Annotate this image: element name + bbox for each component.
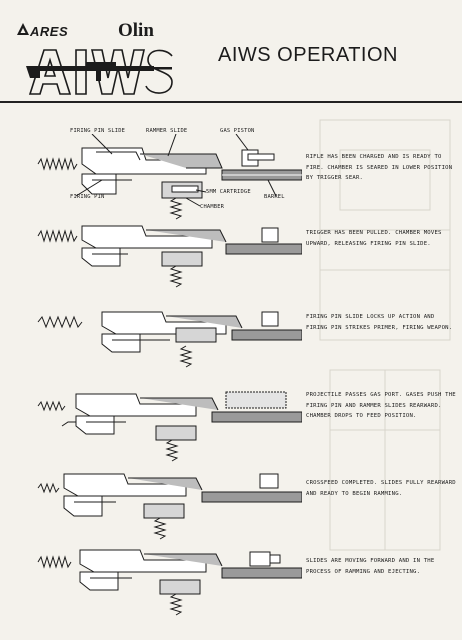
step-4-description: PROJECTILE PASSES GAS PORT. GASES PUSH T… [306,392,456,419]
step-5: CROSSFEED COMPLETED. SLIDES FULLY REARWA… [0,468,462,550]
header-rule [0,101,462,103]
document-title: AIWS OPERATION [218,44,398,66]
step-2-description: TRIGGER HAS BEEN PULLED. CHAMBER MOVES U… [306,230,442,247]
callout-barrel: BARREL [264,194,285,200]
mechanism-diagram [37,549,302,616]
callout-cartridge: 5MM CARTRIDGE [206,189,251,195]
step-5-description: CROSSFEED COMPLETED. SLIDES FULLY REARWA… [306,480,456,497]
callout-firing-pin: FIRING PIN [70,194,105,200]
step-1: FIRING PIN SLIDE RAMMER SLIDE GAS PISTON… [0,122,462,222]
step-6-description: SLIDES ARE MOVING FORWARD AND IN THE PRO… [306,558,435,575]
step-2: TRIGGER HAS BEEN PULLED. CHAMBER MOVES U… [0,222,462,302]
brand-ares: ARES [30,24,69,39]
mechanism-diagram [37,391,302,462]
step-3-description: FIRING PIN SLIDE LOCKS UP ACTION AND FIR… [306,314,453,331]
step-3: FIRING PIN SLIDE LOCKS UP ACTION AND FIR… [0,306,462,390]
ares-triangle-icon [17,23,29,35]
bleed-through-drawing [319,119,451,551]
mechanism-diagram [37,473,302,540]
callout-gas-piston: GAS PISTON [220,128,255,134]
mechanism-diagram [37,134,302,220]
aiws-logo [26,49,173,95]
header: ARES Olin AIWS OPER [0,0,462,102]
step-1-description: RIFLE HAS BEEN CHARGED AND IS READY TO F… [306,154,453,181]
mechanism-diagram [37,225,302,288]
callout-rammer-slide: RAMMER SLIDE [146,128,188,134]
brand-olin: Olin [118,20,154,41]
callout-firing-pin-slide: FIRING PIN SLIDE [70,128,126,134]
step-6: SLIDES ARE MOVING FORWARD AND IN THE PRO… [0,546,462,636]
step-4: PROJECTILE PASSES GAS PORT. GASES PUSH T… [0,386,462,470]
callout-chamber: CHAMBER [200,204,225,210]
mechanism-diagram [37,311,302,368]
